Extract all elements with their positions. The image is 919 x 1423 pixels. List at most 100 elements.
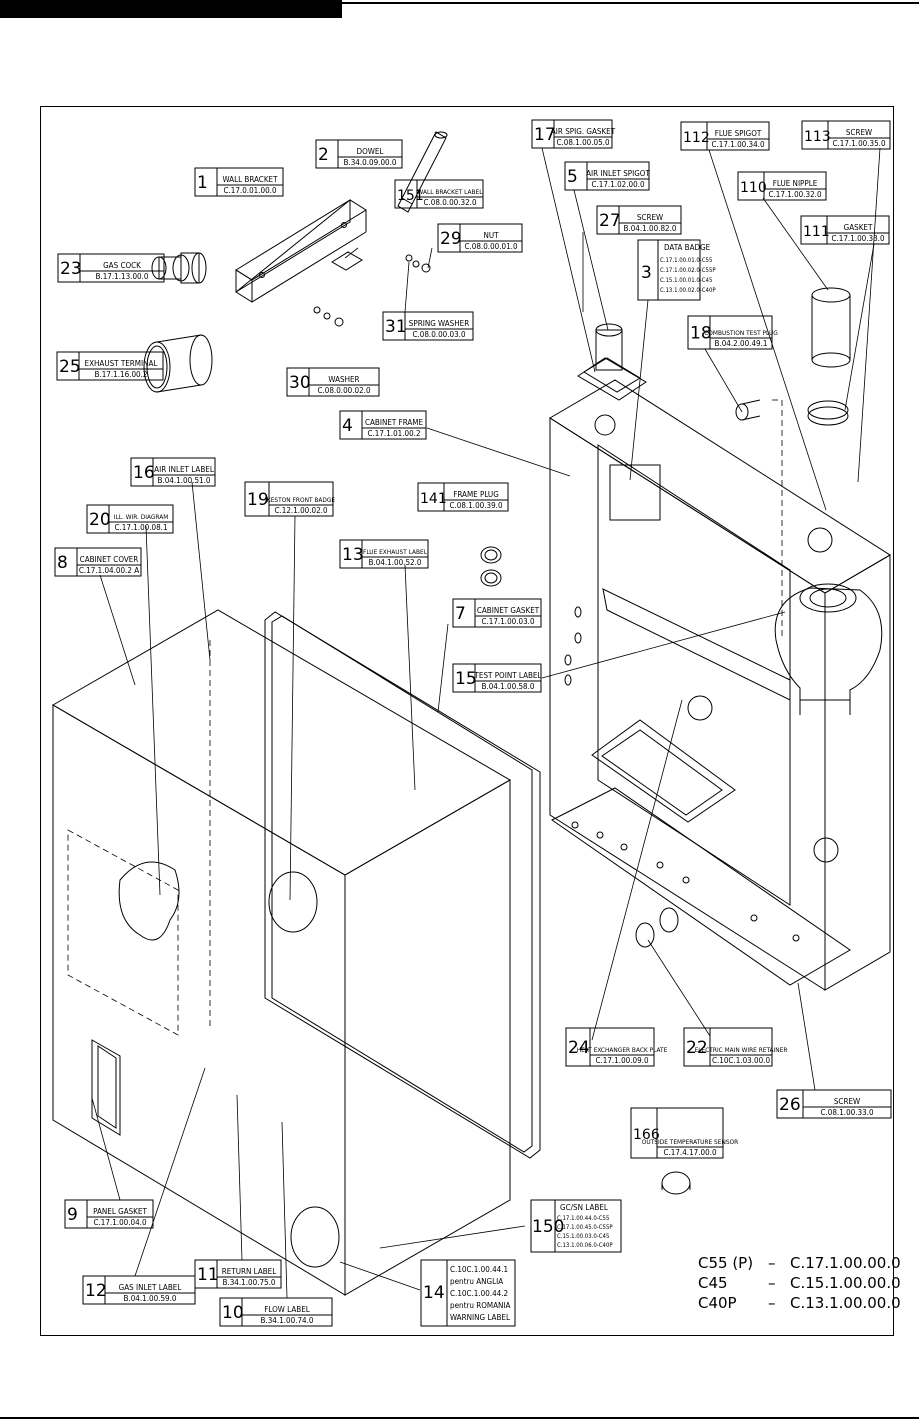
- part-number: 113: [804, 129, 831, 145]
- part-name: GASKET: [844, 223, 873, 232]
- gcsn-code: C.15.1.00.03.0-C45: [557, 1233, 609, 1240]
- gcsn-code: C.17.1.00.45.0-C55P: [557, 1224, 613, 1231]
- part-name: SCREW: [834, 1097, 860, 1106]
- part-number: 8: [57, 553, 68, 573]
- part-code: C.08.0.00.32.0: [423, 198, 477, 207]
- model-name: C45: [698, 1274, 728, 1292]
- frame-plug-part: [480, 546, 502, 587]
- fixings-part: [313, 254, 431, 327]
- part-code: C.17.1.00.08.1: [114, 523, 167, 532]
- part-label-113: 113 SCREW C.17.1.00.35.0: [801, 120, 891, 150]
- dowel-part: [397, 131, 448, 213]
- part-number: 24: [568, 1038, 590, 1058]
- part-code: C.17.1.00.32.0: [768, 190, 822, 199]
- part-code: B.04.2.00.49.1: [715, 339, 768, 348]
- part-number: 2: [318, 145, 329, 165]
- warning-line: pentru ROMANIA: [450, 1301, 510, 1310]
- part-number: 30: [289, 373, 311, 393]
- part-name: TEST POINT LABEL: [474, 671, 542, 680]
- part-number: 151: [397, 188, 424, 204]
- outside-temperature-sensor-part: [661, 1171, 691, 1195]
- part-name: RETURN LABEL: [222, 1267, 276, 1276]
- part-code: C.17.1.00.35.0: [832, 139, 886, 148]
- cabinet-frame-part: [549, 379, 891, 991]
- part-name: FLUE NIPPLE: [773, 179, 818, 188]
- part-number: 4: [342, 416, 353, 436]
- cabinet-gasket-part: [264, 611, 541, 1159]
- part-name: SCREW: [846, 128, 872, 137]
- part-name: FRAME PLUG: [453, 490, 499, 499]
- header-bar: [0, 0, 342, 18]
- part-code: C.17.1.00.33.0: [831, 234, 885, 243]
- model-code: C.13.1.00.00.0: [790, 1294, 901, 1312]
- part-code: C.17.0.01.00.0: [223, 186, 277, 195]
- part-code: C.08.0.00.03.0: [412, 330, 466, 339]
- combustion-test-plug-part: [735, 399, 761, 421]
- gcsn-label: 150 GC/SN LABEL C.17.1.00.44.0-C55 C.17.…: [530, 1199, 622, 1253]
- gcsn-code: C.17.1.00.44.0-C55: [557, 1215, 609, 1222]
- part-number: 166: [633, 1127, 660, 1143]
- part-name: GAS INLET LABEL: [119, 1283, 182, 1292]
- data-badge-code: C.17.1.00.02.0-C55P: [660, 267, 716, 274]
- model-code: C.17.1.00.00.0: [790, 1254, 901, 1272]
- model-legend: C55 (P) – C.17.1.00.00.0 C45 – C.15.1.00…: [698, 1254, 901, 1312]
- part-number: 112: [683, 130, 710, 146]
- part-name: CABINET GASKET: [477, 606, 540, 615]
- part-number: 141: [420, 491, 447, 507]
- part-code: C.08.1.00.05.0: [556, 138, 610, 147]
- part-label-111: 111 GASKET C.17.1.00.33.0: [800, 215, 890, 245]
- part-name: EXHAUST TERMINAL: [85, 359, 158, 368]
- model-name: C40P: [698, 1294, 737, 1312]
- warning-line: C.10C.1.00.44.1: [450, 1265, 508, 1274]
- flue-spigot-part: [774, 583, 883, 715]
- part-number: 29: [440, 229, 462, 249]
- data-badge-num: 3: [641, 263, 652, 283]
- part-number: 17: [534, 125, 556, 145]
- part-number: 111: [803, 224, 830, 240]
- part-code: B.04.1.00.51.0: [158, 476, 211, 485]
- air-spigot-part: [577, 323, 647, 401]
- part-number: 15: [455, 669, 477, 689]
- part-name: KESTON FRONT BADGE: [267, 496, 336, 504]
- part-number: 13: [342, 545, 364, 565]
- gcsn-num: 150: [532, 1217, 564, 1237]
- part-name: ELECTRIC MAIN WIRE RETAINER: [695, 1046, 788, 1054]
- part-number: 31: [385, 317, 407, 337]
- warning-line: WARNING LABEL: [450, 1313, 510, 1322]
- part-code: B.04.1.00.58.0: [482, 682, 535, 691]
- part-code: C.08.1.00.39.0: [449, 501, 503, 510]
- part-number: 16: [133, 463, 155, 483]
- part-name: COMBUSTION TEST PLUG: [704, 329, 778, 337]
- part-number: 25: [59, 357, 81, 377]
- model-name: C55 (P): [698, 1254, 753, 1272]
- part-name: HEAT EXCHANGER BACK PLATE: [577, 1046, 668, 1054]
- part-name: CABINET COVER: [80, 555, 139, 564]
- cabinet-cover-part: [52, 609, 511, 1296]
- header-rule: [342, 2, 919, 4]
- part-name: AIR SPIG. GASKET: [551, 127, 616, 136]
- warning-line: pentru ANGLIA: [450, 1277, 503, 1286]
- part-number: 10: [222, 1303, 244, 1323]
- gcsn-code: C.13.1.00.06.0-C40P: [557, 1242, 613, 1249]
- part-name: DOWEL: [357, 147, 384, 156]
- part-number: 9: [67, 1205, 78, 1225]
- part-code: B.04.1.00.82.0: [624, 224, 677, 233]
- part-code: B.04.1.00.52.0: [369, 558, 422, 567]
- part-code: C.17.1.00.04.0: [93, 1218, 147, 1227]
